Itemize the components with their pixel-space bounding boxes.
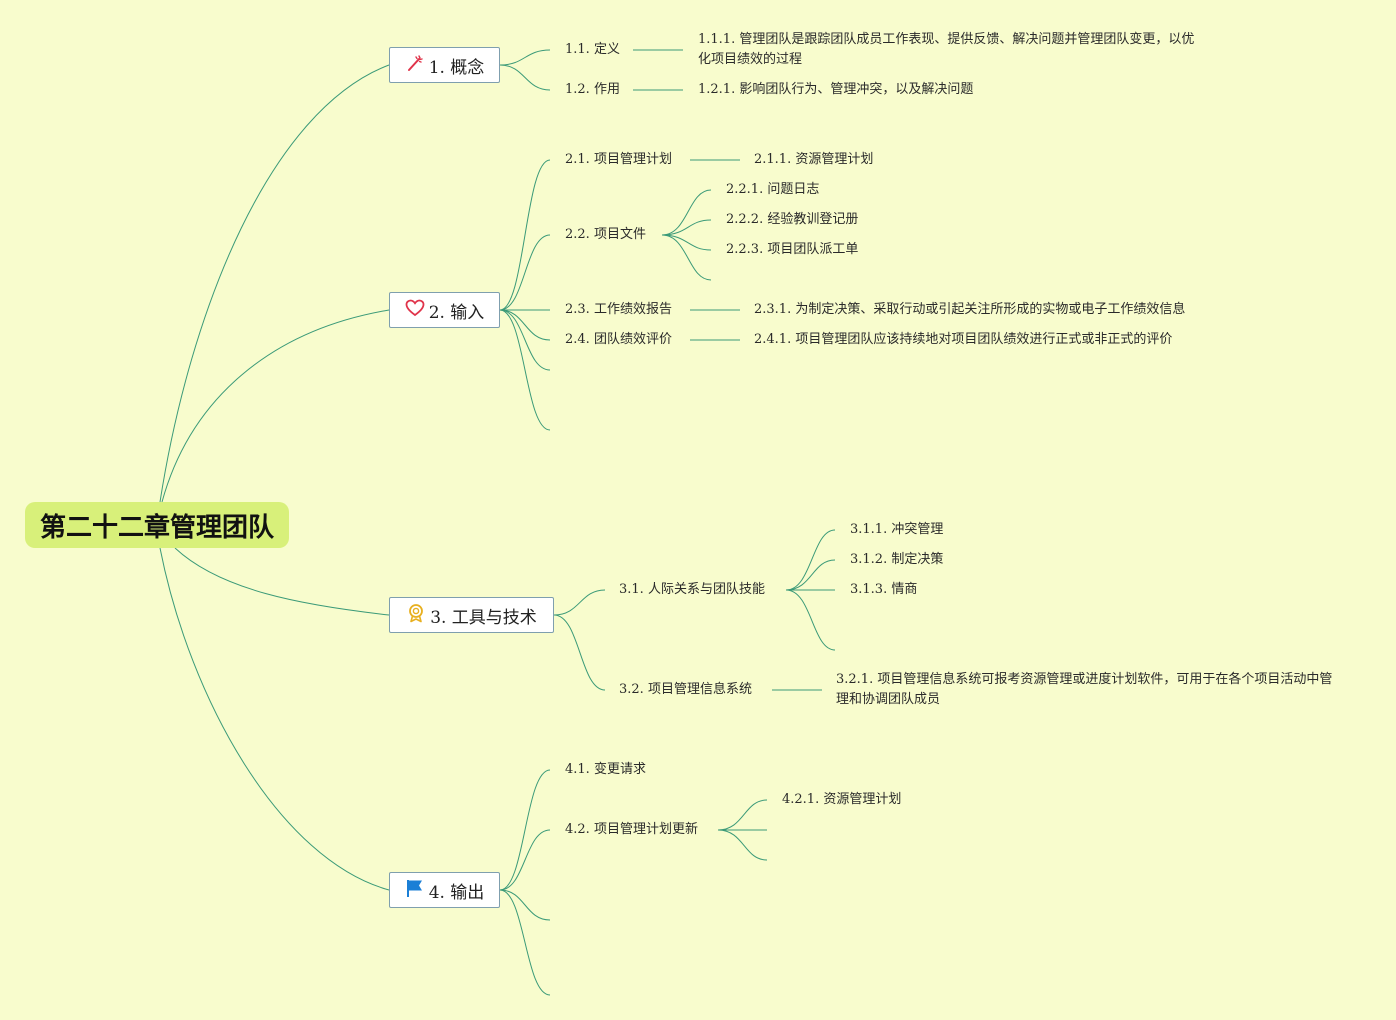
link-b4-c2 <box>499 829 551 891</box>
link-b2-c1 <box>499 159 551 311</box>
link-b2-c2 <box>499 234 551 311</box>
link-root-b4 <box>159 547 390 891</box>
topic-2-2-3[interactable]: 2.2.3. 项目团队派工单 <box>726 242 859 257</box>
link-b3-c1-d1 <box>785 529 836 591</box>
topic-1-2-1[interactable]: 1.2.1. 影响团队行为、管理冲突，以及解决问题 <box>698 82 974 97</box>
root-topic-label: 第二十二章管理团队 <box>39 512 274 543</box>
branch-tools-label: 3. 工具与技术 <box>430 607 537 628</box>
branch-input[interactable]: 2. 输入 <box>389 292 500 328</box>
topic-2-1-1[interactable]: 2.1.1. 资源管理计划 <box>754 152 874 167</box>
flag-icon <box>405 878 425 903</box>
topic-2-4[interactable]: 2.4. 团队绩效评价 <box>565 332 672 347</box>
link-b2-c4 <box>499 309 551 341</box>
topic-3-1-3[interactable]: 3.1.3. 情商 <box>850 582 918 597</box>
link-b2-c2-d2 <box>661 219 712 236</box>
branch-tools-techniques[interactable]: 3. 工具与技术 <box>389 597 554 633</box>
topic-3-2[interactable]: 3.2. 项目管理信息系统 <box>619 682 752 697</box>
link-b3-c1-d2 <box>785 559 836 591</box>
topic-1-2[interactable]: 1.2. 作用 <box>565 82 620 97</box>
topic-3-1[interactable]: 3.1. 人际关系与团队技能 <box>619 582 765 597</box>
topic-2-3-1[interactable]: 2.3.1. 为制定决策、采取行动或引起关注所形成的实物或电子工作绩效信息 <box>754 302 1186 317</box>
magic-wand-icon <box>405 53 425 78</box>
topic-2-2[interactable]: 2.2. 项目文件 <box>565 227 646 242</box>
topic-4-2-1[interactable]: 4.2.1. 资源管理计划 <box>782 792 902 807</box>
branch-concept[interactable]: 1. 概念 <box>389 47 500 83</box>
topic-2-4-1[interactable]: 2.4.1. 项目管理团队应该持续地对项目团队绩效进行正式或非正式的评价 <box>754 332 1173 347</box>
link-b1-c1 <box>499 49 551 66</box>
award-badge-icon <box>406 603 426 628</box>
link-root-b1 <box>159 64 390 503</box>
link-b4-empty1 <box>499 889 551 921</box>
branch-input-label: 2. 输入 <box>428 302 485 323</box>
branch-output[interactable]: 4. 输出 <box>389 872 500 908</box>
link-b2-c2-empty <box>661 234 712 281</box>
link-b3-c1 <box>553 589 606 616</box>
topic-3-1-1[interactable]: 3.1.1. 冲突管理 <box>850 522 944 537</box>
topic-2-3[interactable]: 2.3. 工作绩效报告 <box>565 302 672 317</box>
link-b4-c2-d1 <box>717 799 768 831</box>
link-b2-empty1 <box>499 309 551 371</box>
link-b3-c2 <box>553 614 606 691</box>
branch-concept-label: 1. 概念 <box>428 57 485 78</box>
link-b4-c1 <box>499 769 551 891</box>
root-topic[interactable]: 第二十二章管理团队 <box>25 502 289 548</box>
link-b3-c1-empty <box>785 589 836 651</box>
link-b4-c2-empty2 <box>717 829 768 861</box>
heart-icon <box>405 298 425 323</box>
topic-2-2-2[interactable]: 2.2.2. 经验教训登记册 <box>726 212 859 227</box>
link-b1-c2 <box>499 64 551 91</box>
link-root-b3 <box>174 547 390 616</box>
branch-output-label: 4. 输出 <box>428 882 485 903</box>
topic-1-1[interactable]: 1.1. 定义 <box>565 42 620 57</box>
link-b2-empty2 <box>499 309 551 431</box>
link-root-b2 <box>161 309 390 503</box>
topic-2-1[interactable]: 2.1. 项目管理计划 <box>565 152 672 167</box>
topic-3-1-2[interactable]: 3.1.2. 制定决策 <box>850 552 944 567</box>
topic-4-2[interactable]: 4.2. 项目管理计划更新 <box>565 822 698 837</box>
topic-3-2-1[interactable]: 3.2.1. 项目管理信息系统可报考资源管理或进度计划软件，可用于在各个项目活动… <box>836 672 1333 707</box>
topic-1-1-1[interactable]: 1.1.1. 管理团队是跟踪团队成员工作表现、提供反馈、解决问题并管理团队变更，… <box>698 32 1195 67</box>
link-b2-c2-d3 <box>661 234 712 251</box>
topic-4-1[interactable]: 4.1. 变更请求 <box>565 762 646 777</box>
link-b4-empty2 <box>499 889 551 996</box>
link-b2-c2-d1 <box>661 189 712 236</box>
topic-2-2-1[interactable]: 2.2.1. 问题日志 <box>726 182 820 197</box>
